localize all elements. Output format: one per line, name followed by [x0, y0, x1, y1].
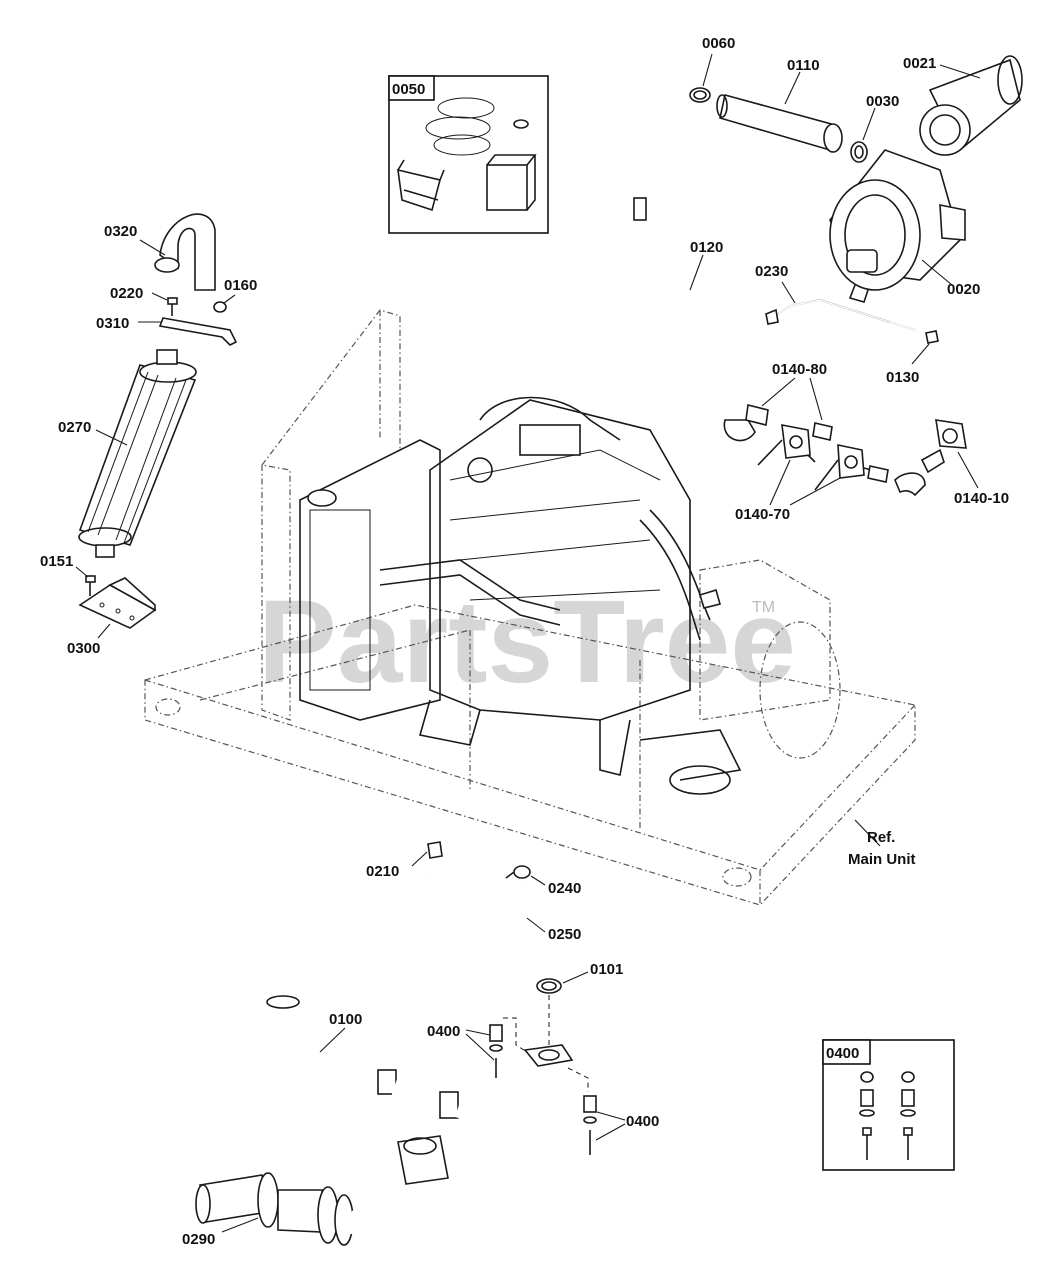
hose-0120: [633, 197, 756, 442]
valve-0140-70: [757, 424, 889, 491]
callout-0120: 0120: [690, 239, 723, 256]
bolt-0151: [85, 575, 96, 596]
hardware-0400-lower: [567, 1067, 597, 1155]
callout-0250: 0250: [548, 926, 581, 943]
callout-0060: 0060: [702, 35, 735, 52]
bracket-0300: [78, 577, 157, 629]
kit-0050-label: 0050: [392, 81, 425, 98]
reference-leader: [854, 819, 881, 847]
callout-0320: 0320: [104, 223, 137, 240]
kit-0050-box: 0050: [388, 75, 549, 234]
callout-0160: 0160: [224, 277, 257, 294]
callout-0310: 0310: [96, 315, 129, 332]
callout-0021: 0021: [903, 55, 936, 72]
kit-0400-label: 0400: [826, 1045, 859, 1062]
callout-0151: 0151: [40, 553, 73, 570]
callout-0110: 0110: [787, 57, 820, 74]
fitting-0130: [925, 330, 939, 344]
tube-0230: [765, 299, 916, 331]
exhaust-flex-0290: [195, 1135, 449, 1246]
nut-0160: [213, 301, 227, 313]
kit-0400-box: 0400: [822, 1039, 955, 1171]
callout-0400-lower: 0400: [626, 1113, 659, 1130]
callout-0240: 0240: [548, 880, 581, 897]
hardware-0400-upper: [489, 995, 550, 1078]
clamp-0240: [505, 865, 531, 879]
callout-0140-10: 0140-10: [954, 490, 1009, 507]
elbow-pipe-0320: [154, 213, 216, 291]
callout-0300: 0300: [67, 640, 100, 657]
filter-element-0021: [919, 55, 1023, 156]
valve-0140-80: [745, 404, 833, 441]
fitting-0210: [427, 841, 443, 859]
elbow-0140-10: [894, 419, 967, 497]
hose-0250: [421, 873, 526, 940]
callout-0140-80: 0140-80: [772, 361, 827, 378]
reference-line1: Ref.: [867, 829, 895, 846]
watermark-tm: TM: [752, 599, 775, 616]
callout-0230: 0230: [755, 263, 788, 280]
air-cleaner-0020: [829, 149, 966, 303]
callout-0101: 0101: [590, 961, 623, 978]
engine-assembly: [299, 396, 742, 795]
callout-0100: 0100: [329, 1011, 362, 1028]
callout-0020: 0020: [947, 281, 980, 298]
callout-0400-upper: 0400: [427, 1023, 460, 1040]
callout-0210: 0210: [366, 863, 399, 880]
callout-0030: 0030: [866, 93, 899, 110]
reference-line2: Main Unit: [848, 851, 916, 868]
bolt-0220: [167, 297, 178, 316]
muffler-0270: [78, 349, 197, 558]
callout-0140-70: 0140-70: [735, 506, 790, 523]
callout-0270: 0270: [58, 419, 91, 436]
callout-0130: 0130: [886, 369, 919, 386]
gasket-0101: [536, 978, 562, 994]
hose-0110: [716, 94, 843, 153]
exhaust-pipe-0100: [258, 995, 574, 1122]
callout-0290: 0290: [182, 1231, 215, 1248]
bracket-0310: [158, 317, 238, 346]
callout-0220: 0220: [110, 285, 143, 302]
main-unit-frame: [144, 309, 916, 906]
clamp-0060: [689, 87, 711, 103]
clamp-0030: [850, 141, 868, 163]
